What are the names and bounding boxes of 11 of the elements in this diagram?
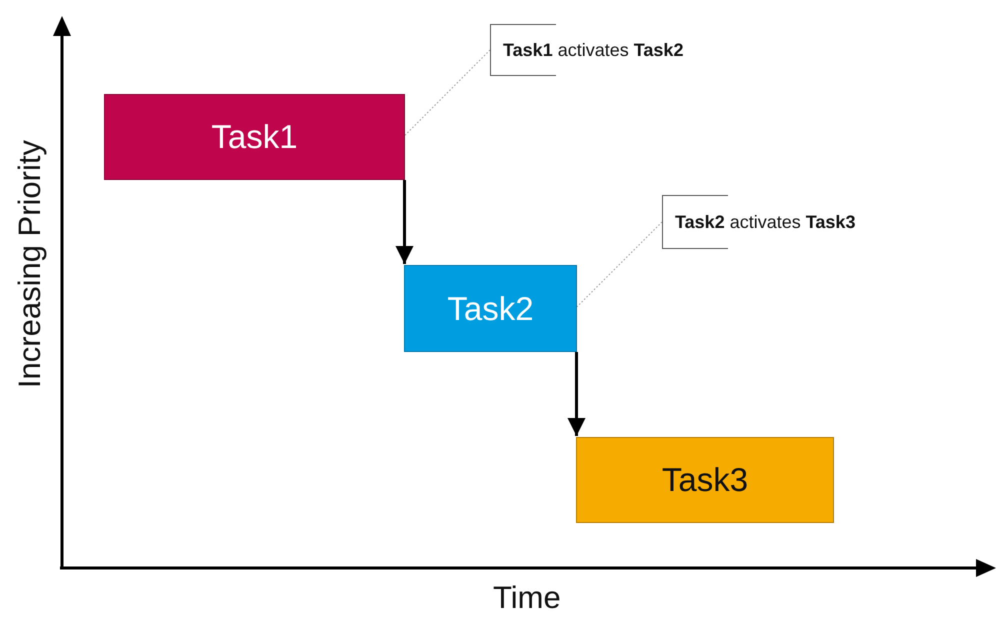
axis-label: Increasing Priority [12,140,48,388]
task-bar: Task3 [576,437,834,523]
task-bar: Task2 [404,265,577,352]
task-bar: Task1 [104,94,405,180]
callout-text: Task1 activates Task2 [503,40,684,60]
arrow [568,352,586,436]
leader-line [576,222,662,308]
callout-text: Task2 activates Task3 [675,212,856,232]
axis-label: Time [493,580,561,616]
leader-line [404,50,490,136]
arrow [396,180,414,264]
